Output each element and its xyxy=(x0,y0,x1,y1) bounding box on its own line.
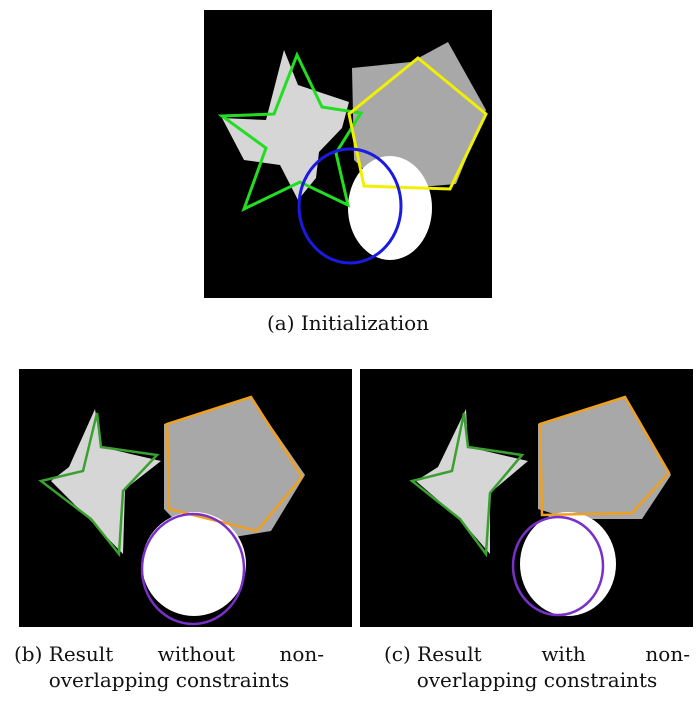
star-contour xyxy=(409,412,525,558)
caption-with-constraints: (c) Result with non- overlapping constra… xyxy=(384,641,690,693)
caption-word: without xyxy=(157,642,236,666)
caption-line-2: overlapping constraints xyxy=(48,668,290,692)
ellipse-contour xyxy=(140,512,246,626)
caption-initialization: (a) Initialization xyxy=(266,311,430,335)
ellipse-contour xyxy=(297,147,403,265)
caption-without-constraints: (b) Result without non- overlapping cons… xyxy=(14,641,324,693)
result-without-image xyxy=(38,395,305,626)
ellipse-region xyxy=(520,512,616,616)
ellipse-region xyxy=(142,512,246,616)
pentagon-region xyxy=(352,42,486,190)
caption-line-1: (c) Result with non- xyxy=(384,641,690,667)
initialization-image xyxy=(217,42,488,265)
result-with-image xyxy=(409,395,671,617)
star-region xyxy=(222,50,349,200)
pentagon-region xyxy=(538,397,671,519)
star-region xyxy=(416,409,528,554)
caption-word: (c) Result xyxy=(384,642,482,666)
pentagon-contour xyxy=(538,395,671,517)
pentagon-region xyxy=(164,397,305,543)
caption-line-1: (b) Result without non- xyxy=(14,641,324,667)
pentagon-contour xyxy=(165,395,304,533)
caption-word: (b) Result xyxy=(14,642,114,666)
panel-initialization xyxy=(204,10,492,298)
star-region xyxy=(51,409,161,554)
caption-word: with xyxy=(541,642,586,666)
caption-line-2: overlapping constraints xyxy=(416,668,658,692)
ellipse-region xyxy=(348,156,432,260)
caption-word: non- xyxy=(645,642,690,666)
star-contour xyxy=(217,51,364,212)
panel-with-constraints xyxy=(360,369,693,627)
panel-without-constraints xyxy=(19,369,352,627)
caption-word: non- xyxy=(279,642,324,666)
ellipse-contour xyxy=(511,515,605,617)
pentagon-contour xyxy=(347,56,488,191)
star-contour xyxy=(38,412,160,558)
